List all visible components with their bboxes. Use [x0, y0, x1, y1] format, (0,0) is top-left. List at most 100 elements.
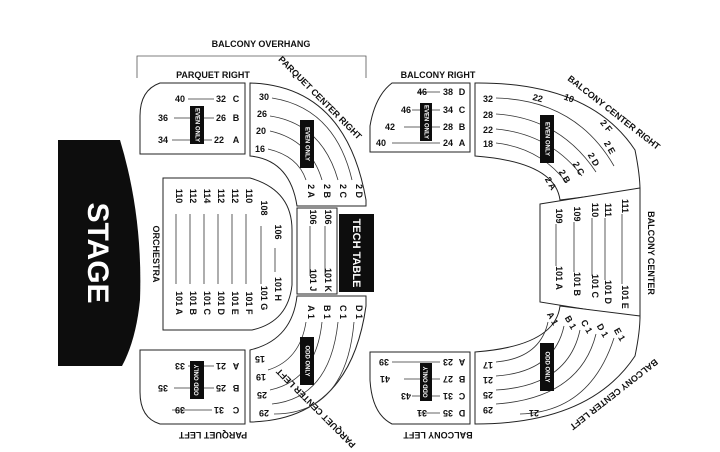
section-tech-center[interactable]: 106 106 101 J 101 K [296, 207, 338, 295]
section-parquet-center-right[interactable]: PARQUET CENTER RIGHT EVEN ONLY 30 26 20 … [249, 54, 367, 207]
seat-number-label: 39 [175, 405, 185, 415]
seat-number-label: 32 [483, 94, 493, 104]
seat-number-label: B 1 [322, 305, 332, 319]
balcony-overhang-label: BALCONY OVERHANG [212, 39, 311, 49]
balcony-right-note: EVEN ONLY [422, 105, 428, 139]
balcony-left-note: ODD ONLY [424, 366, 430, 397]
balcony-center-right-note: EVEN ONLY [543, 122, 549, 156]
seat-number-label: 114 [202, 189, 212, 204]
seat-number-label: 15 [255, 354, 265, 364]
seat-number-label: 16 [255, 144, 265, 154]
seat-number-label: 34 [443, 105, 453, 115]
seat-number-label: 21 [529, 408, 539, 418]
seat-number-label: D [458, 408, 465, 418]
seat-number-label: 31 [417, 408, 427, 418]
seat-number-label: 106 [323, 209, 333, 224]
seat-number-label: 112 [216, 189, 226, 204]
seat-number-label: 30 [259, 92, 269, 102]
seat-number-label: 35 [158, 383, 168, 393]
seat-number-label: 21 [216, 361, 226, 371]
parquet-right-note: EVEN ONLY [193, 108, 199, 142]
section-balcony-center[interactable]: BALCONY CENTER 111 111 110 109 109 101 E… [539, 187, 656, 319]
orchestra-label: ORCHESTRA [151, 225, 161, 283]
seat-number-label: 35 [443, 408, 453, 418]
stage[interactable]: STAGE [58, 140, 141, 366]
seat-number-label: 24 [443, 138, 453, 148]
seat-number-label: A [233, 135, 240, 145]
seat-number-label: 101 A [554, 266, 564, 290]
section-balcony-right[interactable]: BALCONY RIGHT EVEN ONLY 46 38 D 46 34 C … [369, 70, 476, 153]
section-parquet-right[interactable]: PARQUET RIGHT EVEN ONLY 40 32 C 36 26 B … [139, 70, 250, 155]
seat-number-label: 106 [308, 209, 318, 224]
balcony-left-seat-labels: A 23 39 B 27 41 C 31 43 D 35 31 [379, 357, 465, 418]
seat-number-label: 19 [256, 372, 266, 382]
section-orchestra[interactable]: ORCHESTRA 110 112 114 112 112 110 108 10… [151, 177, 293, 331]
seat-number-label: A [458, 357, 465, 367]
section-parquet-left[interactable]: PARQUET LEFT ODD ONLY A 21 33 B 25 35 C … [139, 349, 247, 440]
section-balcony-center-right[interactable]: BALCONY CENTER RIGHT EVEN ONLY 32 28 22 … [474, 73, 662, 201]
orchestra-row-lines [175, 214, 276, 284]
balcony-right-seat-labels: 46 38 D 46 34 C 42 28 B 40 24 A [376, 87, 466, 148]
seat-number-label: 43 [401, 391, 411, 401]
seat-number-label: 22 [483, 125, 493, 135]
seat-number-label: C [232, 405, 239, 415]
orchestra-seat-labels: 110 112 114 112 112 110 108 106 101 A 10… [174, 189, 283, 316]
parquet-center-left-seat-labels: A 1 B 1 C 1 D 1 15 19 25 29 [255, 305, 364, 418]
seat-number-label: 29 [259, 408, 269, 418]
seat-number-label: 2 A [306, 184, 316, 198]
balcony-right-even-only-tag [420, 103, 432, 141]
seat-number-label: 40 [376, 138, 386, 148]
seat-number-label: 112 [188, 189, 198, 204]
seat-number-label: D [459, 87, 466, 97]
seat-number-label: 101 B [188, 291, 198, 316]
section-balcony-left[interactable]: BALCONY LEFT ODD ONLY A 23 39 B 27 41 C … [369, 351, 473, 440]
seat-number-label: B [458, 374, 465, 384]
seat-number-label: C 1 [338, 305, 348, 319]
seat-number-label: 108 [259, 200, 269, 215]
seat-number-label: 106 [273, 224, 283, 239]
seat-number-label: B [233, 113, 240, 123]
seat-number-label: 25 [483, 390, 493, 400]
seat-number-label: 46 [401, 105, 411, 115]
balcony-center-seat-labels: 111 111 110 109 109 101 E 101 D 101 C 10… [554, 199, 630, 309]
seat-number-label: C [233, 94, 240, 104]
seat-number-label: 101 G [259, 286, 269, 311]
parquet-right-even-only-tag [190, 106, 204, 144]
balcony-left-label: BALCONY LEFT [403, 430, 473, 440]
seat-number-label: 20 [256, 126, 266, 136]
seat-number-label: A 1 [306, 305, 316, 319]
balcony-right-label: BALCONY RIGHT [401, 70, 476, 80]
parquet-right-label: PARQUET RIGHT [176, 70, 250, 80]
section-balcony-center-left[interactable]: BALCONY CENTER LEFT ODD ONLY A 1 B 1 C 1… [474, 305, 660, 432]
seat-number-label: 21 [483, 375, 493, 385]
seat-number-label: 42 [385, 122, 395, 132]
tech-table-label: TECH TABLE [350, 219, 362, 288]
tech-center-seat-labels: 106 106 101 J 101 K [308, 209, 333, 292]
seat-number-label: 33 [175, 361, 185, 371]
stage-label: STAGE [81, 202, 114, 303]
seat-number-label: 39 [379, 357, 389, 367]
seat-number-label: 29 [483, 405, 493, 415]
balcony-left-odd-only-tag [420, 363, 432, 401]
seat-number-label: B [459, 122, 466, 132]
balcony-overhang: BALCONY OVERHANG [136, 39, 367, 78]
seat-number-label: A [232, 361, 239, 371]
parquet-center-right-seat-labels: 30 26 20 16 2 A 2 B 2 C 2 D [255, 92, 364, 198]
seat-number-label: 27 [443, 374, 453, 384]
parquet-left-note: ODD ONLY [195, 364, 201, 395]
seat-number-label: 28 [443, 122, 453, 132]
seat-number-label: 10 [563, 92, 576, 105]
seat-number-label: 110 [174, 189, 184, 204]
parquet-center-left-note: ODD ONLY [303, 345, 309, 376]
seat-number-label: 101 C [590, 274, 600, 299]
seat-number-label: 101 C [202, 291, 212, 316]
balcony-center-left-seat-labels: A 1 B 1 C 1 D 1 E 1 17 21 25 29 21 [483, 310, 627, 418]
seat-number-label: 36 [158, 113, 168, 123]
seat-number-label: 101 A [174, 291, 184, 315]
seat-number-label: 41 [380, 374, 390, 384]
seat-number-label: 101 H [273, 277, 283, 301]
balcony-center-label: BALCONY CENTER [646, 211, 656, 295]
balcony-center-right-even-only-tag [540, 115, 554, 163]
tech-table[interactable]: TECH TABLE [339, 214, 374, 292]
